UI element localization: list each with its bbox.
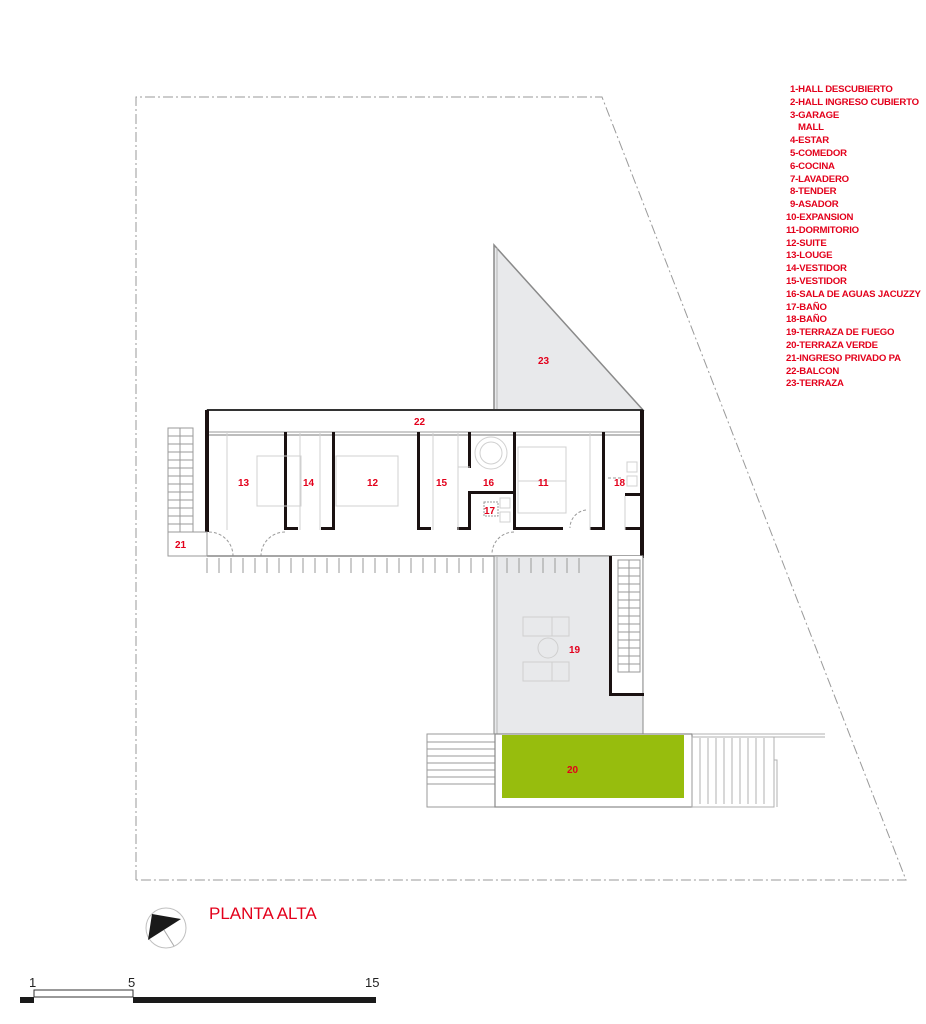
- scale-label-5: 5: [128, 975, 136, 990]
- room-label-22: 22: [414, 417, 426, 428]
- upper-floor-body: [206, 431, 644, 557]
- room-label-14: 14: [303, 478, 315, 489]
- room-label-17: 17: [484, 506, 496, 517]
- scale-bar: [20, 989, 376, 1003]
- room-label-21: 21: [175, 540, 187, 551]
- terrace-23-area: [493, 243, 645, 411]
- legend-item-17: 17-BAÑO: [786, 301, 827, 313]
- room-label-19: 19: [569, 645, 581, 656]
- legend-item-3: 3-GARAGE: [790, 109, 840, 121]
- legend-item-14: 14-VESTIDOR: [786, 263, 847, 275]
- legend-item-6: 6-COCINA: [790, 160, 835, 172]
- legend-item-1: 1-HALL DESCUBIERTO: [790, 84, 893, 95]
- legend-item-2: 2-HALL INGRESO CUBIERTO: [790, 96, 919, 108]
- scale-label-1: 1: [29, 975, 37, 990]
- north-arrow-icon: [145, 907, 187, 949]
- legend-item-18: 18-BAÑO: [786, 314, 827, 326]
- stair-left: [167, 427, 208, 557]
- scale-label-15: 15: [365, 975, 380, 990]
- drawing-title: PLANTA ALTA: [209, 904, 317, 923]
- legend-item-15: 15-VESTIDOR: [786, 275, 847, 287]
- legend-item-5: 5-COMEDOR: [790, 147, 847, 159]
- room-label-18: 18: [614, 478, 626, 489]
- room-label-16: 16: [483, 478, 495, 489]
- room-label-20: 20: [567, 765, 579, 776]
- room-label-13: 13: [238, 478, 250, 489]
- room-legend: 1-HALL DESCUBIERTO 2-HALL INGRESO CUBIER…: [786, 84, 921, 391]
- legend-item-4: 4-ESTAR: [790, 135, 829, 147]
- legend-item-7: 7-LAVADERO: [790, 173, 849, 185]
- legend-item-13: 13-LOUGE: [786, 250, 833, 262]
- property-boundary: [135, 96, 907, 881]
- legend-item-3-sub: MALL: [798, 122, 824, 134]
- legend-item-23: 23-TERRAZA: [786, 378, 844, 390]
- legend-item-20: 20-TERRAZA VERDE: [786, 339, 878, 351]
- legend-item-16: 16-SALA DE AGUAS JACUZZY: [786, 288, 921, 300]
- room-label-12: 12: [367, 478, 379, 489]
- legend-item-19: 19-TERRAZA DE FUEGO: [786, 327, 895, 339]
- green-terrace-20: [502, 735, 684, 798]
- room-label-11: 11: [538, 478, 549, 489]
- legend-item-10: 10-EXPANSION: [786, 211, 854, 223]
- legend-item-8: 8-TENDER: [790, 186, 837, 198]
- legend-item-22: 22-BALCON: [786, 365, 840, 377]
- legend-item-9: 9-ASADOR: [790, 199, 839, 211]
- room-label-23: 23: [538, 356, 550, 367]
- legend-item-21: 21-INGRESO PRIVADO PA: [786, 352, 901, 364]
- legend-item-12: 12-SUITE: [786, 237, 827, 249]
- room-label-15: 15: [436, 478, 448, 489]
- legend-item-11: 11-DORMITORIO: [786, 224, 859, 236]
